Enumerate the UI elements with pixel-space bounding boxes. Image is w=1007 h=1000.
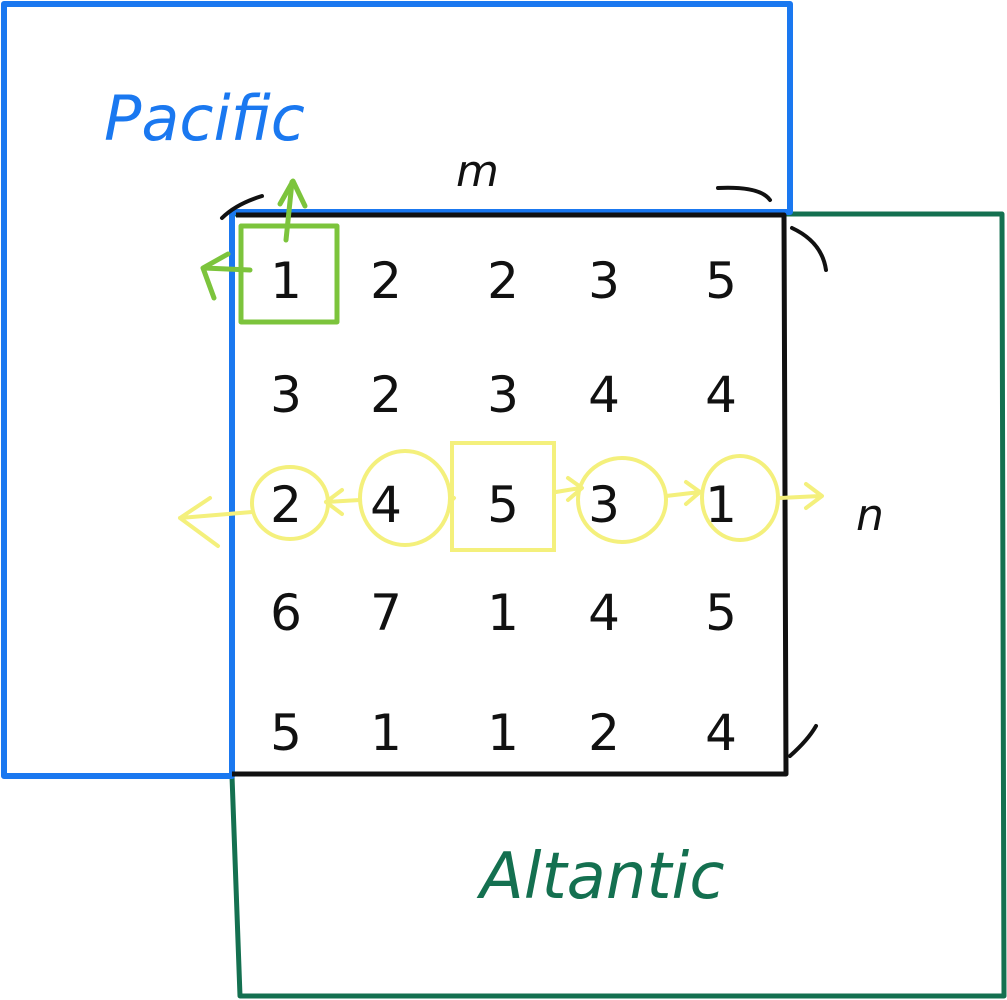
matrix-cell-r2-c4: 1 [705,476,737,534]
start-left-arrow-head [200,251,231,301]
matrix-cell-r4-c3: 2 [588,704,620,762]
matrix-cell-r0-c1: 2 [370,252,402,310]
matrix-cell-r2-c2: 5 [487,476,519,534]
path-row-highlight [178,441,824,552]
matrix-border-right [232,212,789,777]
matrix-cell-r3-c3: 4 [588,584,620,642]
matrix-cell-r1-c0: 3 [270,366,302,424]
path-arrow-1-to-0 [324,488,362,516]
path-circle-col3 [576,456,668,544]
matrix-cell-r1-c1: 2 [370,366,402,424]
start-up-arrow-head [277,178,308,209]
start-up-arrow-shaft [283,179,295,243]
rows-label: n [856,490,884,541]
right-top-brace [790,226,828,272]
matrix-cell-r0-c4: 5 [705,252,737,310]
right-bottom-brace [788,724,818,758]
matrix-cell-r2-c3: 3 [588,476,620,534]
atlantic-label: Altantic [476,840,725,914]
matrix-cell-r4-c0: 5 [270,704,302,762]
matrix-cell-r1-c2: 3 [487,366,519,424]
matrix-cell-r0-c2: 2 [487,252,519,310]
matrix-cells: 1 2 2 3 5 3 2 3 4 4 2 4 5 3 1 6 7 1 4 5 5 1 1 2 4 [270,252,737,762]
matrix-cell-r4-c1: 1 [370,704,402,762]
matrix-cell-r4-c4: 4 [705,704,737,762]
matrix-cell-r0-c0: 1 [270,252,302,310]
start-cell-highlight [200,178,340,325]
path-arrow-peak-to-1 [450,496,456,502]
top-left-brace [220,194,264,220]
path-peak-box [450,441,556,552]
matrix-cell-r3-c2: 1 [487,584,519,642]
pacific-label: Pacific [104,82,305,155]
matrix-cell-r1-c3: 4 [588,366,620,424]
matrix-cell-r0-c3: 3 [588,252,620,310]
matrix-cell-r1-c4: 4 [705,366,737,424]
path-arrow-out-right [778,482,824,510]
matrix-cell-r2-c0: 2 [270,476,302,534]
path-arrow-peak-to-3 [554,476,584,502]
matrix-cell-r3-c1: 7 [370,584,402,642]
matrix-cell-r3-c4: 5 [705,584,737,642]
start-left-arrow-shaft [201,265,253,273]
matrix-cell-r3-c0: 6 [270,584,302,642]
path-arrow-3-to-4 [664,480,702,506]
dimension-markers: m n [220,146,884,758]
top-right-brace [716,185,772,202]
columns-label: m [456,146,499,197]
matrix-border [232,212,789,777]
path-arrow-out-left [178,496,254,548]
matrix-cell-r4-c2: 1 [487,704,519,762]
matrix-cell-r2-c1: 4 [370,476,402,534]
